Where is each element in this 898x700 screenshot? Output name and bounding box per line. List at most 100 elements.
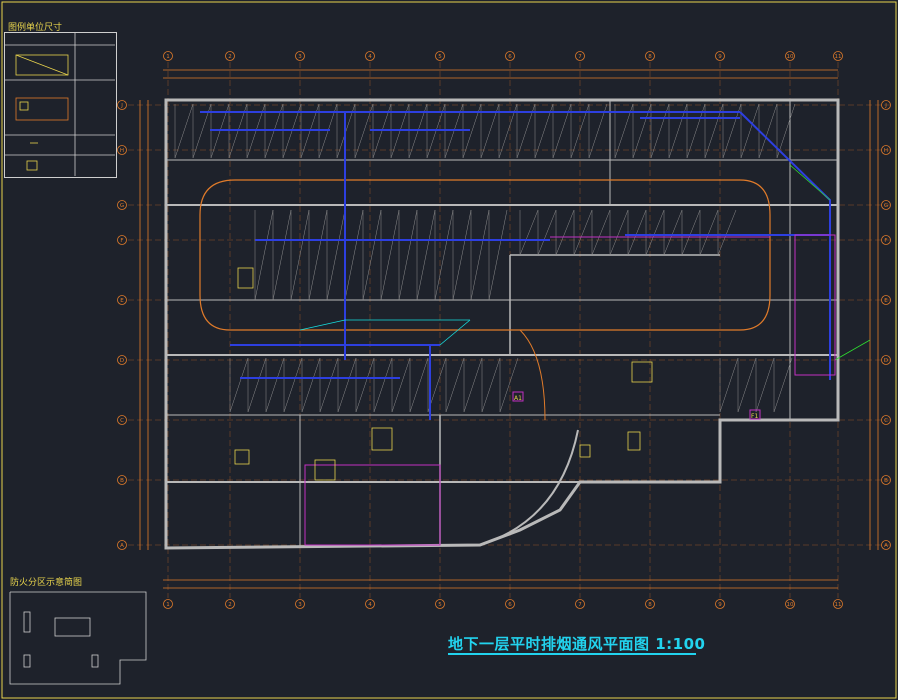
stall-hatch	[699, 209, 719, 256]
grid-row-right-E-bubble	[881, 295, 891, 305]
grid-col-bottom-1-bubble	[163, 599, 173, 609]
grid-row-right-C-label: C	[884, 418, 888, 424]
grid-row-left-H-label: H	[120, 148, 124, 154]
grid-row-left-D-bubble	[117, 355, 127, 365]
stall-hatch	[290, 209, 310, 301]
grid-row-right-F-bubble	[881, 235, 891, 245]
grid-col-bottom-5-label: 5	[438, 602, 442, 608]
grid-col-bottom-1-label: 1	[166, 602, 170, 608]
stall-hatch	[681, 209, 701, 256]
grid-col-bottom-7-label: 7	[578, 602, 582, 608]
grid-col-bottom-2-bubble	[225, 599, 235, 609]
grid-row-right-G-label: G	[884, 203, 888, 209]
grid-col-top-8-bubble	[645, 51, 655, 61]
stall-hatch	[308, 209, 328, 301]
grid-col-top-2-bubble	[225, 51, 235, 61]
grid-row-left-G-bubble	[117, 200, 127, 210]
grid-col-bottom-10-label: 10	[787, 602, 794, 608]
grid-row-left-D-label: D	[120, 358, 124, 364]
grid-row-right-B-label: B	[884, 478, 888, 484]
grid-row-left-C-bubble	[117, 415, 127, 425]
stall-hatch	[470, 209, 490, 301]
stall-hatch	[362, 209, 382, 301]
stall-hatch	[555, 209, 575, 256]
stall-hatch	[445, 357, 465, 413]
grid-col-bottom-11-bubble	[833, 599, 843, 609]
grid-col-bottom-6-label: 6	[508, 602, 512, 608]
grid-col-top-3-bubble	[295, 51, 305, 61]
grid-col-bottom-3-bubble	[295, 599, 305, 609]
stall-hatch	[265, 357, 285, 413]
stall-hatch	[645, 209, 665, 256]
grid-col-top-8-label: 8	[648, 54, 652, 60]
stall-hatch	[409, 357, 429, 413]
grid-row-right-G-bubble	[881, 200, 891, 210]
drive-aisle	[199, 179, 771, 331]
drawing-title: 地下一层平时排烟通风平面图 1:100	[448, 635, 706, 653]
stall-hatch	[229, 357, 249, 413]
stall-hatch	[717, 209, 737, 256]
stall-hatch	[434, 209, 454, 301]
grid-col-top-11-label: 11	[835, 54, 842, 60]
exhaust-ducts	[200, 111, 831, 420]
key-plan	[9, 591, 147, 685]
stall-hatch	[463, 357, 483, 413]
stall-hatch	[737, 357, 757, 413]
stall-hatch	[301, 357, 321, 413]
grid-row-right-D-bubble	[881, 355, 891, 365]
grid-col-top-9-bubble	[715, 51, 725, 61]
grid-row-left-A-bubble	[117, 540, 127, 550]
grid-row-left-B-bubble	[117, 475, 127, 485]
stall-hatch	[283, 357, 303, 413]
stall-hatch	[337, 357, 357, 413]
drawing-title-underline	[448, 653, 696, 655]
legend-title: 图例单位尺寸	[8, 23, 63, 33]
grid-col-bottom-10-bubble	[785, 599, 795, 609]
grid-col-top-9-label: 9	[718, 54, 722, 60]
parking-stalls	[174, 103, 796, 413]
stall-hatch	[174, 103, 194, 159]
grid-row-right-A-label: A	[884, 543, 888, 549]
zone-marker-f1-label: F1	[751, 413, 758, 420]
zone-marker-a1	[512, 391, 524, 402]
stall-hatch	[609, 209, 629, 256]
stall-hatch	[755, 357, 775, 413]
grid-row-right-F-label: F	[884, 238, 887, 244]
grid-col-bottom-4-label: 4	[368, 602, 372, 608]
stairs	[234, 267, 653, 481]
grid-row-right-J-bubble	[881, 100, 891, 110]
ramp-centerline	[519, 329, 546, 421]
stall-hatch	[488, 209, 508, 301]
grid-row-right-H-label: H	[884, 148, 888, 154]
grid-col-top-3-label: 3	[298, 54, 302, 60]
dimension-lines	[139, 69, 879, 589]
zone-marker-f1	[749, 409, 761, 420]
grid-col-top-4-label: 4	[368, 54, 372, 60]
legend-box	[4, 32, 117, 178]
building-walls	[164, 98, 840, 550]
stall-hatch	[481, 357, 501, 413]
stall-hatch	[452, 209, 472, 301]
stall-hatch	[398, 209, 418, 301]
grid-row-left-F-bubble	[117, 235, 127, 245]
grid-col-top-7-bubble	[575, 51, 585, 61]
grid-col-top-11-bubble	[833, 51, 843, 61]
grid-row-left-A-label: A	[120, 543, 124, 549]
curved-ramp	[479, 429, 579, 546]
grid-row-left-F-label: F	[120, 238, 123, 244]
stall-hatch	[591, 209, 611, 256]
grid-col-top-1-bubble	[163, 51, 173, 61]
stall-hatch	[254, 209, 274, 301]
grid-col-top-2-label: 2	[228, 54, 232, 60]
grid-row-right-E-label: E	[884, 298, 888, 304]
grid-col-bottom-2-label: 2	[228, 602, 232, 608]
grid-col-top-10-label: 10	[787, 54, 794, 60]
grid-row-right-J-label: J	[884, 103, 887, 109]
grid-col-top-10-bubble	[785, 51, 795, 61]
stall-hatch	[537, 209, 557, 256]
grid-col-bottom-9-bubble	[715, 599, 725, 609]
stall-hatch	[519, 209, 539, 256]
stall-hatch	[272, 209, 292, 301]
grid-col-bottom-6-bubble	[505, 599, 515, 609]
fan-room-partitions	[304, 234, 836, 546]
